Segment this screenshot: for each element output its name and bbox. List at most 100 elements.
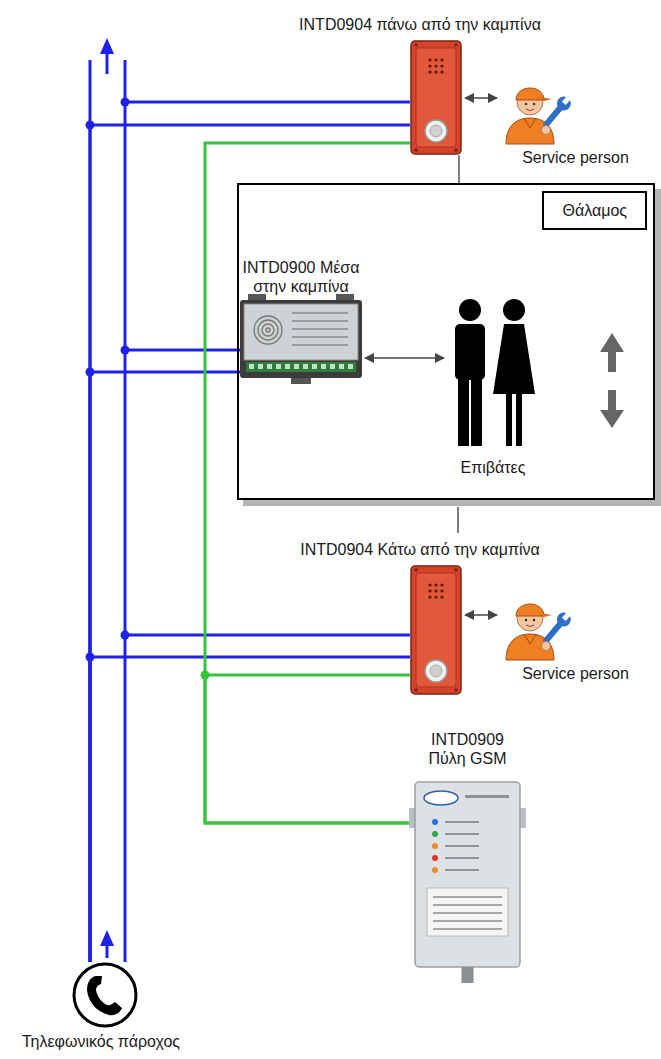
print-mark xyxy=(292,336,348,338)
spec-label xyxy=(427,888,508,936)
device-illustration xyxy=(415,778,520,985)
worker-head xyxy=(517,605,543,631)
worker-collar xyxy=(524,118,536,128)
worker-eye xyxy=(533,619,536,622)
call-button xyxy=(425,120,447,142)
print-mark xyxy=(445,821,479,823)
service-person: Service person xyxy=(500,590,575,660)
worker-mouth xyxy=(526,625,534,627)
terminal-pin xyxy=(249,364,254,369)
lift-car: ΘάλαμοςINTD0900 Μέσα στην καμπίναΕπιβάτε… xyxy=(237,183,655,500)
device-label: Επιβάτες xyxy=(461,458,526,477)
speaker-hole xyxy=(440,58,443,61)
speaker-hole xyxy=(428,70,431,73)
speaker-hole xyxy=(434,58,437,61)
status-led xyxy=(432,855,438,861)
worker-eye xyxy=(525,103,528,106)
direction-arrow xyxy=(106,944,109,958)
wrench-notch xyxy=(562,612,571,621)
screw xyxy=(414,568,418,572)
terminal-pin xyxy=(285,364,290,369)
direction-arrow xyxy=(106,52,109,74)
print-mark xyxy=(292,328,348,330)
print-mark xyxy=(433,920,502,922)
device-label: INTD0904 πάνω από την καμπίνα xyxy=(299,15,541,34)
phone-ring xyxy=(74,964,136,1026)
print-mark xyxy=(433,912,502,914)
gsm-line xyxy=(205,675,415,823)
print-mark xyxy=(292,320,348,322)
call-button xyxy=(425,660,447,682)
terminal-pin xyxy=(258,364,263,369)
status-led xyxy=(432,831,438,837)
terminal-pin xyxy=(348,364,353,369)
woman-dress xyxy=(493,324,535,394)
phone-wire xyxy=(125,101,410,104)
worker-collar xyxy=(524,634,536,644)
woman-head xyxy=(503,299,525,321)
man-torso xyxy=(455,324,485,380)
screw xyxy=(454,43,458,47)
print-mark xyxy=(433,928,502,930)
speaker-hole xyxy=(428,58,431,61)
status-led xyxy=(432,867,438,873)
speaker-ring xyxy=(262,324,274,336)
call-button xyxy=(430,125,442,137)
screw xyxy=(414,688,418,692)
device-illustration xyxy=(72,962,138,1028)
device-body xyxy=(411,41,461,154)
print-mark xyxy=(433,896,502,898)
man-leg xyxy=(458,376,469,446)
speaker-ring xyxy=(258,320,278,340)
speaker-hole xyxy=(440,595,443,598)
print-mark xyxy=(292,312,348,314)
phone-handset xyxy=(87,976,122,1015)
man-head xyxy=(459,299,481,321)
speaker-hole xyxy=(440,583,443,586)
terminal-block xyxy=(246,362,356,372)
device-body xyxy=(411,566,461,694)
device-label: INTD0909 Πύλη GSM xyxy=(423,730,513,768)
speaker-hole xyxy=(434,595,437,598)
device-label: INTD0904 Κάτω από την καμπίνα xyxy=(300,540,540,559)
direction-arrow xyxy=(100,930,114,946)
device-base xyxy=(240,300,362,378)
device-label: Service person xyxy=(522,664,629,683)
car-label: Θάλαμος xyxy=(542,191,647,230)
phone-provider: Τηλεφωνικός πάροχος xyxy=(72,962,138,1028)
woman-leg xyxy=(506,392,512,446)
direction-arrow xyxy=(100,38,114,54)
worker-cap xyxy=(540,613,552,617)
device-illustration xyxy=(410,565,462,695)
device-illustration xyxy=(410,40,462,155)
wrench-head xyxy=(554,610,574,630)
worker-cap xyxy=(516,88,544,100)
service-person: Service person xyxy=(500,74,575,144)
wrench xyxy=(539,609,574,647)
terminal-pin xyxy=(303,364,308,369)
device-body xyxy=(415,782,520,967)
speaker-hole xyxy=(434,589,437,592)
up-arrow xyxy=(600,333,624,372)
speaker-ring xyxy=(254,316,282,344)
device-illustration xyxy=(447,298,539,446)
terminal-pin xyxy=(312,364,317,369)
print-mark xyxy=(445,833,479,835)
gsm-gateway: INTD0909 Πύλη GSM xyxy=(415,778,520,985)
man-leg xyxy=(471,376,482,446)
call-button xyxy=(430,665,442,677)
device-panel xyxy=(416,48,456,147)
intercom-unit: INTD0904 πάνω από την καμπίνα xyxy=(410,40,462,155)
wrench-head xyxy=(554,94,574,114)
terminal-pin xyxy=(330,364,335,369)
device-label: Τηλεφωνικός πάροχος xyxy=(22,1032,180,1051)
passengers: Επιβάτες xyxy=(447,298,539,446)
worker-eye xyxy=(525,619,528,622)
mount-line xyxy=(457,507,459,533)
phone-wire xyxy=(124,60,127,962)
speaker-hole xyxy=(440,589,443,592)
phone-line xyxy=(90,372,240,962)
junction-dot xyxy=(121,98,130,107)
terminal-pin xyxy=(276,364,281,369)
wrench-notch xyxy=(562,96,571,105)
